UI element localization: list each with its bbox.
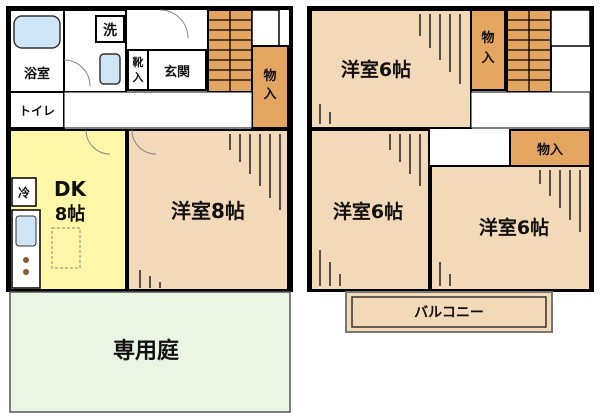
floor-1: 浴室 洗 靴 入 玄関 物 入	[6, 6, 293, 413]
stove-burner-icon	[23, 269, 29, 275]
door-swing-icon	[131, 129, 157, 155]
floor-2: 洋室6帖 物 入 物入	[307, 6, 594, 333]
stair-landing	[251, 9, 280, 47]
kitchen-sink-icon	[15, 215, 37, 247]
shoe-label-2: 入	[133, 71, 144, 84]
stairs-steps-icon	[208, 10, 252, 92]
western-8-label: 洋室8帖	[171, 199, 245, 223]
storage-1f-label-1: 物	[263, 68, 276, 84]
western-6-left-label: 洋室6帖	[333, 200, 403, 223]
storage-1f	[251, 45, 289, 129]
western-6-top-label: 洋室6帖	[341, 58, 411, 81]
washer-box	[95, 15, 125, 43]
bath-label: 浴室	[24, 66, 50, 82]
stove-burner-icon	[23, 257, 29, 263]
shoe-label-1: 靴	[133, 55, 144, 69]
fridge-label: 冷	[18, 185, 30, 200]
storage-1f-label-2: 入	[263, 87, 276, 102]
entrance-label: 玄関	[164, 64, 190, 80]
western-room-6-right	[430, 165, 591, 291]
dk-label: DK	[54, 177, 88, 201]
western-room-8	[127, 129, 289, 291]
balcony-label: バルコニー	[414, 305, 484, 321]
garden-label: 専用庭	[113, 338, 179, 364]
hallway-1f	[63, 91, 253, 129]
storage-top-label-1: 物	[481, 30, 494, 46]
door-swing-icon	[159, 9, 189, 39]
floor-hatching-icon	[139, 134, 281, 288]
storage-right-label: 物入	[537, 142, 563, 158]
dk-size-label: 8帖	[55, 203, 86, 225]
toilet-label: トイレ	[19, 104, 55, 118]
bathtub-icon	[13, 15, 61, 49]
washer-label: 洗	[103, 22, 117, 39]
table-outline-icon	[51, 227, 81, 269]
stairs-steps-icon	[507, 10, 551, 92]
floor-hatching-icon	[319, 134, 421, 286]
western-room-6-top	[310, 9, 472, 129]
western-6-right-label: 洋室6帖	[479, 216, 549, 239]
stair-landing-2f	[550, 9, 591, 47]
fridge-box	[11, 177, 37, 207]
floor-hatching-icon	[439, 170, 581, 286]
sink-icon	[99, 53, 121, 85]
entrance	[147, 49, 207, 91]
floor-hatching-icon	[319, 14, 461, 124]
door-swing-icon	[63, 59, 91, 87]
door-swing-icon	[85, 129, 111, 155]
hallway-2f	[470, 91, 591, 129]
private-garden	[9, 291, 291, 413]
storage-2f-top	[470, 9, 506, 91]
storage-2f-right	[509, 129, 591, 167]
balcony-inner	[351, 296, 547, 328]
storage-top-label-2: 入	[481, 51, 494, 66]
